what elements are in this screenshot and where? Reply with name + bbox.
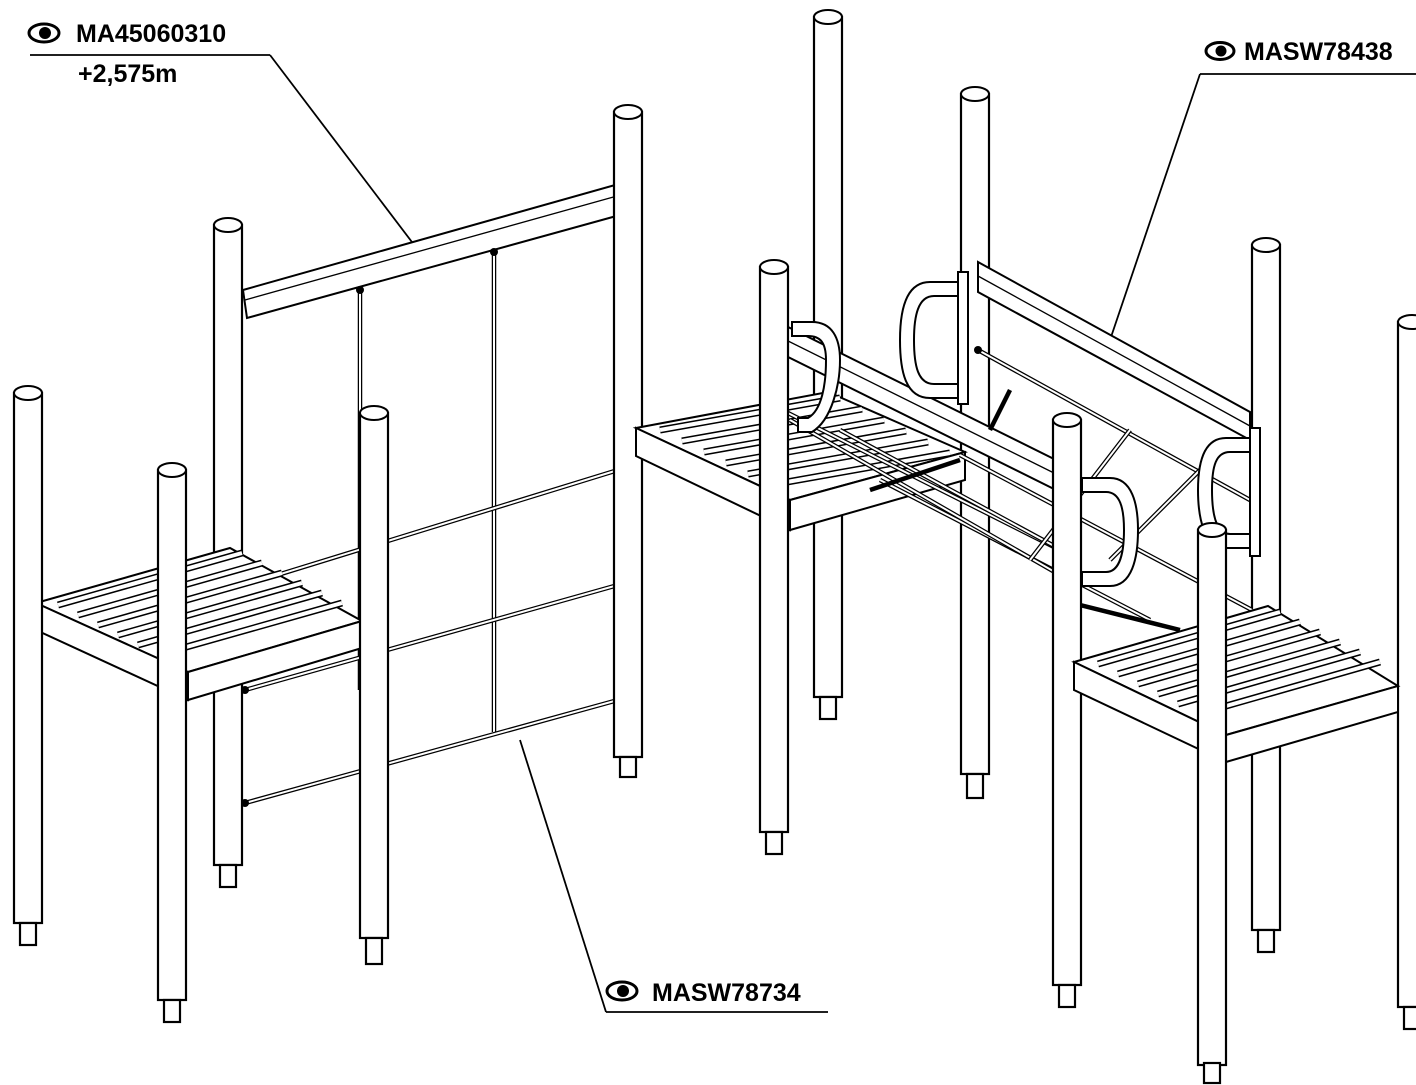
right-front-post bbox=[1196, 522, 1228, 1085]
left-tower-front-posts bbox=[12, 385, 390, 1024]
eye-icon bbox=[27, 22, 61, 44]
part-code-masw78438: MASW78438 bbox=[1244, 38, 1393, 66]
height-value: +2,575m bbox=[78, 60, 177, 88]
middle-front-posts bbox=[758, 259, 1083, 1009]
eye-icon bbox=[1204, 41, 1236, 61]
middle-back-posts bbox=[812, 9, 1416, 1031]
label-ma45060310: MA45060310 +2,575m bbox=[27, 20, 419, 251]
part-code-masw78734: MASW78734 bbox=[652, 979, 801, 1007]
part-code-ma45060310: MA45060310 bbox=[76, 20, 226, 48]
climbing-net-panel bbox=[241, 183, 622, 807]
eye-icon bbox=[605, 980, 639, 1002]
label-masw78734: MASW78734 bbox=[519, 739, 828, 1013]
label-masw78438: MASW78438 bbox=[1109, 38, 1416, 341]
left-platform bbox=[33, 546, 365, 702]
right-platform bbox=[1071, 604, 1401, 764]
